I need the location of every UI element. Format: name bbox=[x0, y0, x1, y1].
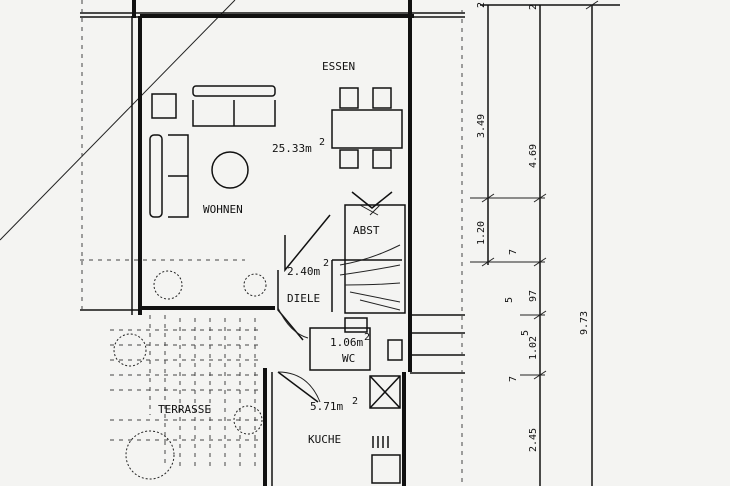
shrub-icons bbox=[113, 270, 267, 480]
staircase-icon bbox=[284, 191, 406, 314]
dim-top-1: 2 bbox=[476, 2, 487, 8]
dimension-lines bbox=[470, 0, 599, 486]
dim-973: 9.73 bbox=[579, 311, 590, 335]
room-label-wohnen: WOHNEN bbox=[203, 203, 243, 216]
room-label-terrasse: TERRASSE bbox=[158, 403, 211, 416]
area-wohnen-exp: 2 bbox=[319, 137, 325, 148]
dim-5: 5 bbox=[504, 297, 515, 303]
room-label-kuche: KUCHE bbox=[308, 433, 341, 446]
dim-7b: 7 bbox=[508, 376, 519, 382]
dim-7a: 7 bbox=[508, 249, 519, 255]
door-icon bbox=[277, 270, 403, 403]
dim-97: 97 bbox=[528, 290, 539, 302]
sofa-icon bbox=[149, 85, 276, 218]
area-kuche-exp: 2 bbox=[352, 396, 358, 407]
construction-line bbox=[0, 0, 236, 241]
room-label-abst: ABST bbox=[353, 224, 380, 237]
walls bbox=[80, 0, 465, 486]
room-label-wc: WC bbox=[342, 352, 355, 365]
area-diele: 2.40m bbox=[287, 265, 320, 278]
dining-table-icon bbox=[331, 87, 403, 169]
room-label-diele: DIELE bbox=[287, 292, 320, 305]
dim-349: 3.49 bbox=[476, 114, 487, 138]
dim-102: 1.02 bbox=[528, 336, 539, 360]
area-diele-exp: 2 bbox=[323, 258, 329, 269]
area-kuche: 5.71m bbox=[310, 400, 343, 413]
room-label-essen: ESSEN bbox=[322, 60, 355, 73]
dim-top-2: 2 bbox=[528, 4, 539, 10]
kitchen-counter-icon bbox=[369, 375, 401, 484]
terrace-grid bbox=[110, 315, 260, 468]
dim-245: 2.45 bbox=[528, 428, 539, 452]
dim-469: 4.69 bbox=[528, 144, 539, 168]
area-wohnen: 25.33m bbox=[272, 142, 312, 155]
dim-120: 1.20 bbox=[476, 221, 487, 245]
area-wc: 1.06m bbox=[330, 336, 363, 349]
dim-102-sup: 5 bbox=[520, 330, 531, 336]
area-wc-exp: 2 bbox=[364, 332, 370, 343]
